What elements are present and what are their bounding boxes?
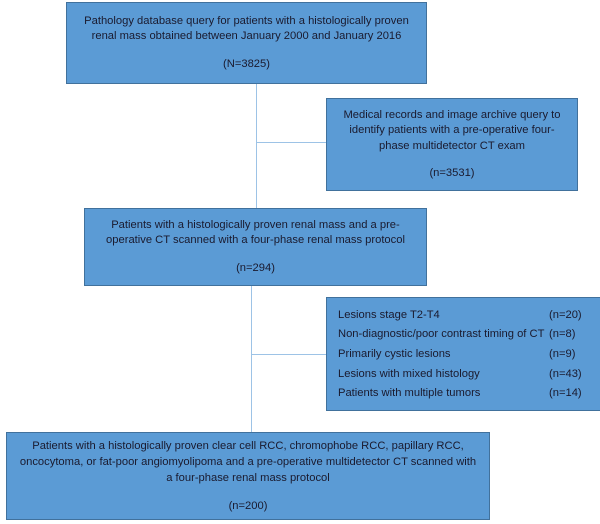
box-eligible-ct: Patients with a histologically proven re… [84,208,427,286]
exclusion-row: Lesions with mixed histology (n=43) [338,367,600,381]
box-final-cohort-count: (n=200) [228,500,268,512]
exclusion-label: Primarily cystic lesions [338,347,451,360]
exclusion-row: Patients with multiple tumors (n=14) [338,386,600,400]
box-eligible-ct-body: Patients with a histologically proven re… [106,218,405,247]
box-exclusions: Lesions stage T2-T4 (n=20) Non-diagnosti… [326,297,600,411]
box-source-query-body: Pathology database query for patients wi… [84,14,409,43]
exclusion-row: Non-diagnostic/poor contrast timing of C… [338,327,600,341]
exclusion-count: (n=43) [549,367,582,380]
exclusion-row: Primarily cystic lesions (n=9) [338,347,600,361]
exclusion-label: Lesions with mixed histology [338,367,480,380]
box-source-query: Pathology database query for patients wi… [66,2,427,84]
exclusion-label: Lesions stage T2-T4 [338,308,440,321]
connector-eligible-to-final [251,286,252,432]
exclusion-count: (n=8) [549,328,576,341]
connector-branch-to-records-query [256,142,326,143]
exclusion-row: Lesions stage T2-T4 (n=20) [338,308,600,322]
exclusion-label: Non-diagnostic/poor contrast timing of C… [338,328,545,341]
exclusion-label: Patients with multiple tumors [338,387,481,400]
connector-source-to-eligible [256,84,257,208]
exclusion-count: (n=9) [549,347,576,360]
box-source-query-count: (N=3825) [223,57,270,70]
box-eligible-ct-count: (n=294) [236,261,275,274]
box-records-query: Medical records and image archive query … [326,98,578,191]
exclusion-count: (n=14) [549,387,582,400]
box-records-query-count: (n=3531) [429,167,475,179]
connector-branch-to-exclusions [251,354,326,355]
box-records-query-body: Medical records and image archive query … [343,108,561,152]
exclusion-count: (n=20) [549,308,582,321]
box-final-cohort-body: Patients with a histologically proven cl… [19,440,477,484]
box-final-cohort: Patients with a histologically proven cl… [6,432,490,520]
